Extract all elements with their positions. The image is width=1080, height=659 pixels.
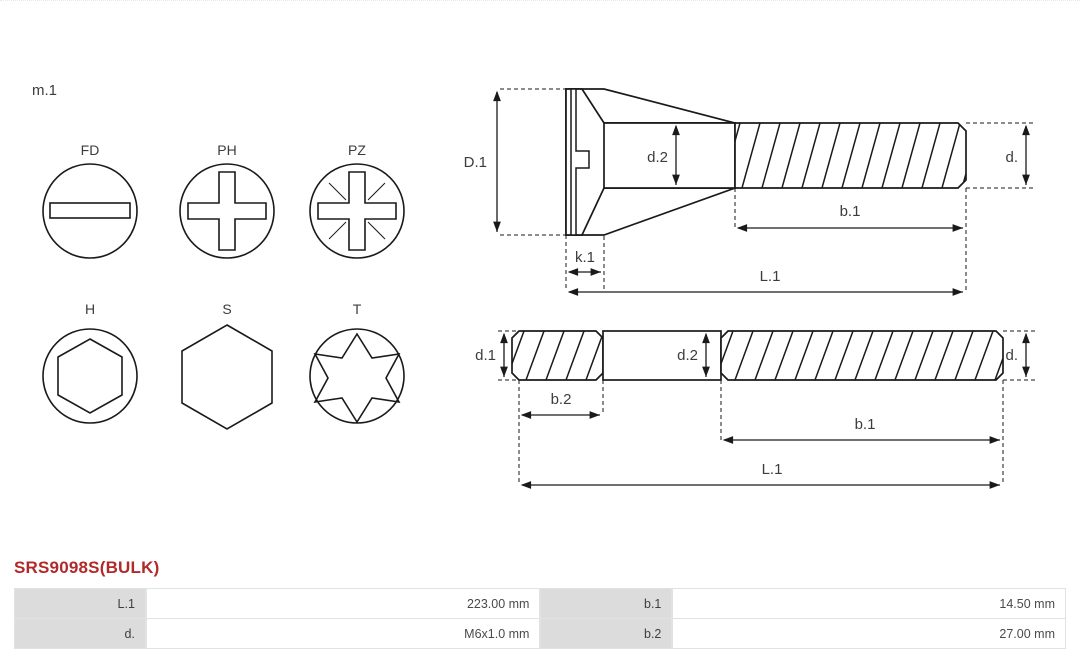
hex-head-drive-icon: [181, 324, 273, 430]
page-top-divider: [0, 0, 1080, 2]
spec-key-d: d.: [14, 619, 146, 649]
table-row: d. M6x1.0 mm b.2 27.00 mm: [14, 619, 1066, 649]
dim-label-b1-screw: b.1: [840, 203, 861, 220]
drive-group-label: m.1: [32, 82, 57, 99]
spec-value-L1: 223.00 mm: [145, 588, 541, 619]
phillips-drive-icon: [179, 163, 275, 259]
countersunk-screw-diagram: D.1 d.2 d. b.1: [464, 88, 1035, 296]
torx-drive-icon: [309, 328, 405, 424]
spec-key-b1: b.1: [540, 588, 673, 619]
dim-label-d-stud: d.: [1005, 347, 1018, 364]
dim-label-L1-stud: L.1: [762, 461, 783, 478]
drive-label-fd: FD: [81, 142, 100, 158]
dim-label-k1: k.1: [575, 249, 595, 266]
double-ended-stud-diagram: d.1 d.2 d. b.2: [475, 330, 1035, 489]
dim-label-d1-stud: d.1: [475, 347, 496, 364]
part-number-title: SRS9098S(BULK): [14, 558, 160, 577]
spec-key-L1: L.1: [14, 588, 146, 619]
drive-label-s: S: [222, 301, 231, 317]
spec-value-b2: 27.00 mm: [672, 619, 1066, 649]
drive-label-pz: PZ: [348, 142, 366, 158]
dim-label-d2-stud: d.2: [677, 347, 698, 364]
drawing-canvas: m.1 FD PH PZ H S T: [32, 82, 1035, 489]
spec-key-b2: b.2: [540, 619, 673, 649]
spec-value-d: M6x1.0 mm: [145, 619, 541, 649]
pozidriv-drive-icon: [309, 163, 405, 259]
dim-label-b2: b.2: [551, 391, 572, 408]
slotted-drive-icon: [42, 163, 138, 259]
drive-label-h: H: [85, 301, 95, 317]
dim-label-b1-stud: b.1: [855, 416, 876, 433]
specification-table: L.1 223.00 mm b.1 14.50 mm d. M6x1.0 mm …: [14, 588, 1066, 649]
dim-label-D1: D.1: [464, 154, 487, 171]
table-row: L.1 223.00 mm b.1 14.50 mm: [14, 588, 1066, 619]
drive-type-icon-group: [42, 163, 405, 430]
dim-label-d2-screw: d.2: [647, 149, 668, 166]
hex-socket-drive-icon: [42, 328, 138, 424]
dim-label-L1-screw: L.1: [760, 268, 781, 285]
drive-label-ph: PH: [217, 142, 236, 158]
drive-label-t: T: [353, 301, 362, 317]
spec-value-b1: 14.50 mm: [672, 588, 1066, 619]
dim-label-d-screw: d.: [1005, 149, 1018, 166]
